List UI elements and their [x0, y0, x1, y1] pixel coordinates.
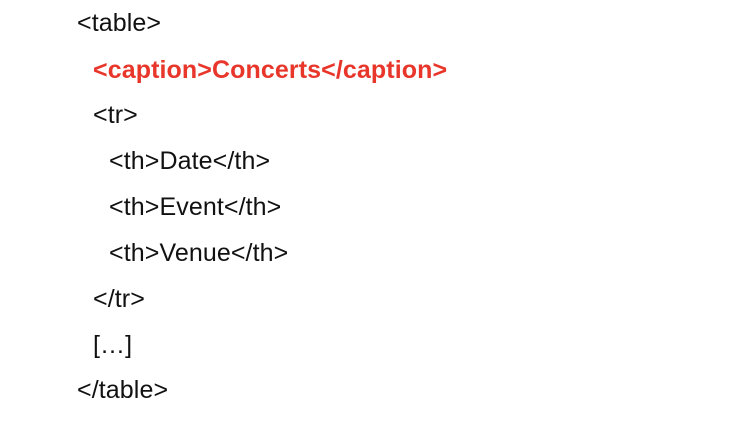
code-line-th-venue: <th>Venue</th>	[109, 239, 289, 267]
code-line-caption-highlighted: <caption>Concerts</caption>	[93, 56, 448, 84]
code-line-table-open: <table>	[77, 9, 162, 37]
code-line-tr-close: </tr>	[93, 285, 145, 313]
code-line-tr-open: <tr>	[93, 101, 138, 129]
code-line-th-event: <th>Event</th>	[109, 193, 282, 221]
code-line-table-close: </table>	[77, 376, 169, 404]
code-line-ellipsis: […]	[93, 331, 133, 359]
code-line-th-date: <th>Date</th>	[109, 147, 271, 175]
